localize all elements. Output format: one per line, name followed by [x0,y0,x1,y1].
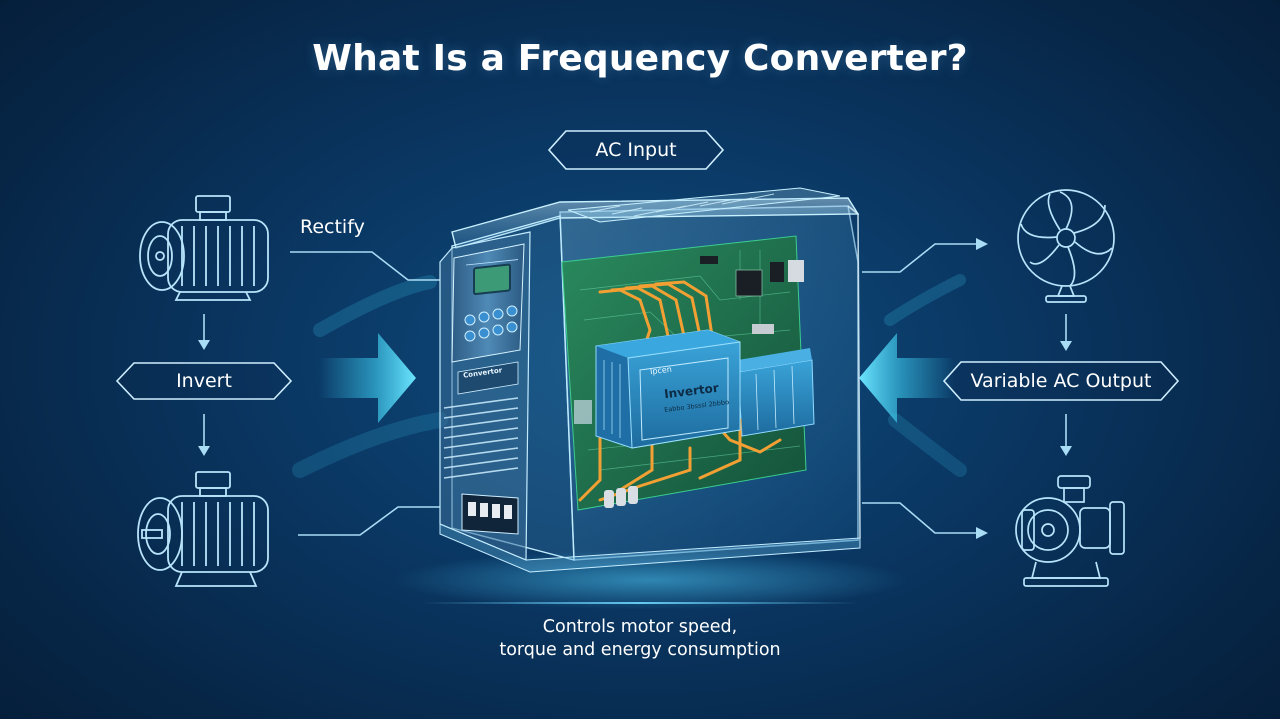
keypad-buttons [464,305,518,342]
chevron-arrow-icon [318,333,416,423]
arrow-right-icon [976,238,988,250]
caption-line-2: torque and energy consumption [499,640,781,660]
arrow-down-icon [1060,446,1072,456]
nameplate [457,361,519,395]
arrow-right-icon [976,527,988,539]
converter-device [439,187,861,573]
connector-lines [203,243,1067,536]
invertor-module [595,329,741,449]
fan-icon [1017,189,1115,303]
floor-glow [390,550,910,610]
divider-line [420,602,860,604]
arrow-heads [198,238,1072,539]
label-rectify: Rectify [300,216,365,238]
label-variable-ac-output: Variable AC Output [942,361,1180,401]
page-title: What Is a Frequency Converter? [312,38,968,79]
pump-icon [1015,475,1125,587]
label-variable-ac-output-text: Variable AC Output [970,370,1152,392]
arrow-down-icon [198,446,210,456]
vent-slats [443,397,519,479]
motor-icon [137,471,269,587]
label-ac-input-text: AC Input [595,139,677,161]
front-panel [451,243,525,363]
arrow-down-icon [1060,341,1072,351]
label-invert-text: Invert [176,370,232,392]
relay-block [737,348,815,437]
motor-icon [139,195,269,301]
glow-streaks [292,274,967,478]
capacitors [604,486,638,508]
label-ac-input: AC Input [547,130,725,170]
chevron-arrow-icon [859,333,955,423]
caption-line-1: Controls motor speed, [542,617,738,637]
label-invert: Invert [115,362,293,400]
arrow-down-icon [198,340,210,350]
lcd-display [473,263,511,295]
terminal-block [461,493,519,535]
